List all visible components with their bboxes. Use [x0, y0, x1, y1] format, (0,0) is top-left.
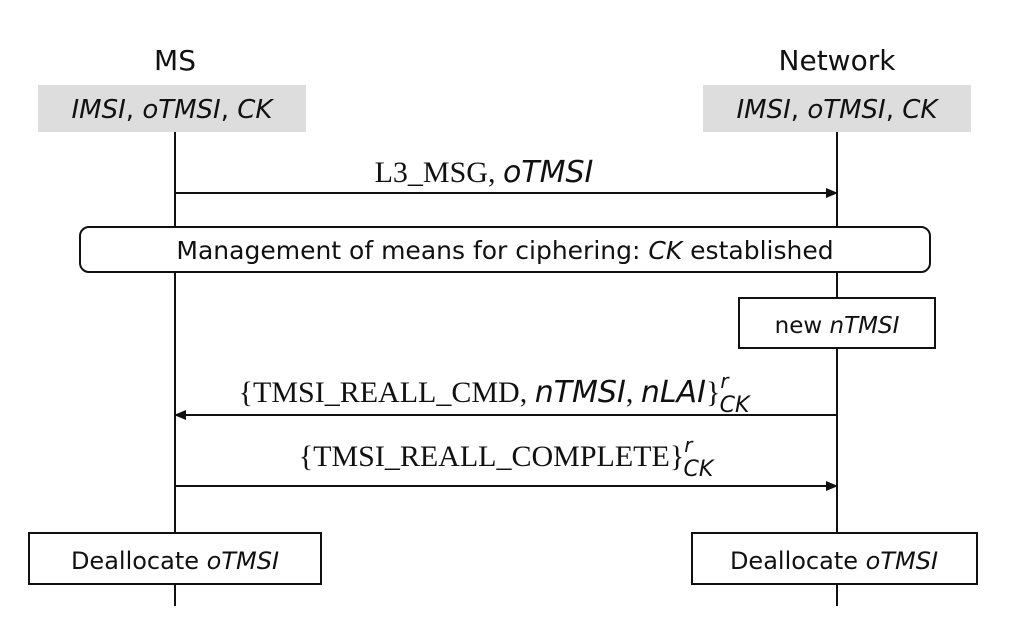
new-tmsi-text: new nTMSI [775, 313, 900, 339]
cipher-setup-text: Management of means for ciphering: CK es… [176, 236, 833, 265]
new-tmsi-box [738, 297, 936, 349]
network-state-box [703, 85, 971, 132]
ms-state-text: IMSI, oTMSI, CK [72, 95, 275, 125]
network-dealloc-box [691, 532, 978, 585]
ms-dealloc-box [28, 532, 322, 585]
network-title: Network [779, 44, 897, 77]
cipher-setup-box [79, 226, 931, 273]
network-dealloc-text: Deallocate oTMSI [730, 547, 938, 575]
ms-state-box [38, 85, 306, 132]
ms-title: MS [154, 44, 196, 77]
ms-dealloc-text: Deallocate oTMSI [71, 547, 279, 575]
msg1-label: L3_MSG, oTMSI [375, 155, 594, 190]
network-state-text: IMSI, oTMSI, CK [737, 95, 940, 125]
